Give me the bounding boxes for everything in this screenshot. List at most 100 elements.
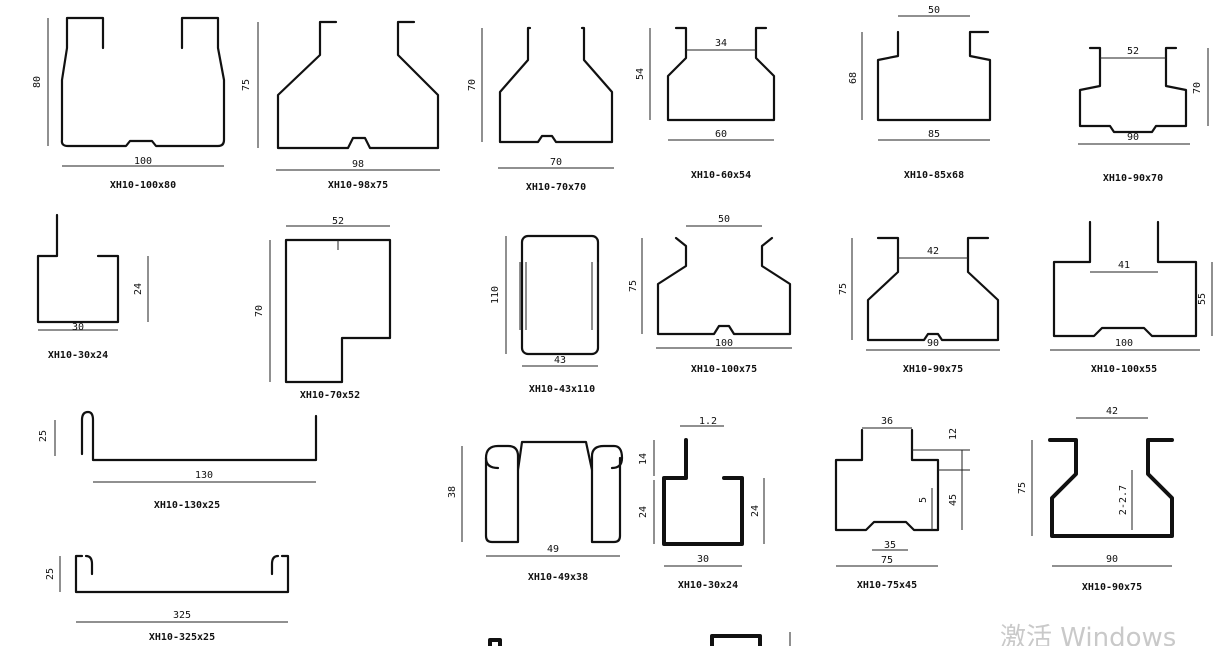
profile-outline <box>484 440 624 472</box>
profile-xh10-70x70: 70 70 XH10-70x70 <box>467 26 614 193</box>
dim-label: 52 <box>1127 46 1139 57</box>
dim-label: 130 <box>195 470 213 481</box>
dim-label: 70 <box>1192 82 1203 94</box>
dim-label: 2-2.7 <box>1118 485 1129 515</box>
dim-label: 24 <box>133 283 144 295</box>
dim-label: 90 <box>927 338 939 349</box>
dim-label: 14 <box>638 453 649 465</box>
dim-label: 1.2 <box>699 416 717 427</box>
dim-label: 35 <box>884 540 896 551</box>
profile-outline <box>656 236 792 336</box>
profile-caption: XH10-60x54 <box>691 170 751 181</box>
dim-label: 325 <box>173 610 191 621</box>
profile-outline <box>520 234 600 356</box>
dim-label: 98 <box>352 159 364 170</box>
profile-caption: XH10-43x110 <box>529 384 595 395</box>
dim-label: 68 <box>848 72 859 84</box>
dim-label: 54 <box>635 68 646 80</box>
profile-outline <box>276 20 440 150</box>
profile-caption: XH10-70x52 <box>300 390 360 401</box>
dim-label: 90 <box>1106 554 1118 565</box>
dim-label: 50 <box>718 214 730 225</box>
profile-caption: XH10-90x75 <box>1082 582 1142 593</box>
dim-label: 100 <box>715 338 733 349</box>
profile-caption: XH10-130x25 <box>154 500 220 511</box>
profile-caption: XH10-75x45 <box>857 580 917 591</box>
profile-caption: XH10-85x68 <box>904 170 964 181</box>
dim-label: 75 <box>1017 482 1028 494</box>
dim-label: 45 <box>948 494 959 506</box>
profile-xh10-100x55: 41 55 100 XH10-100x55 <box>1050 220 1213 375</box>
dim-label: 75 <box>241 79 252 91</box>
dim-label: 85 <box>928 129 940 140</box>
profile-xh10-90x75-a: 42 75 90 XH10-90x75 <box>838 236 1000 375</box>
profile-outline <box>284 238 392 384</box>
profile-caption: XH10-30x24 <box>48 350 108 361</box>
profile-outline <box>866 236 1000 342</box>
partial-profile-fragments <box>488 632 791 646</box>
profile-xh10-30x24-b: 1.2 14 24 24 30 XH10-30x24 <box>638 416 765 591</box>
profile-xh10-60x54: 54 34 60 XH10-60x54 <box>635 26 776 181</box>
dim-label: 52 <box>332 216 344 227</box>
dim-label: 70 <box>467 79 478 91</box>
dim-label: 100 <box>1115 338 1133 349</box>
dim-label: 100 <box>134 156 152 167</box>
dim-label: 38 <box>447 486 458 498</box>
dim-label: 42 <box>1106 406 1118 417</box>
dim-label: 75 <box>628 280 639 292</box>
profile-xh10-100x80: 80 100 XH10-100x80 <box>32 16 226 191</box>
dim-label: 75 <box>838 283 849 295</box>
dim-label: 36 <box>881 416 893 427</box>
profile-xh10-325x25: 25 325 XH10-325x25 <box>45 554 290 643</box>
profile-outline <box>74 554 290 594</box>
dim-label: 70 <box>550 157 562 168</box>
dim-label: 12 <box>948 428 959 440</box>
profile-xh10-98x75: 75 98 XH10-98x75 <box>241 20 440 191</box>
dim-label: 110 <box>490 286 501 304</box>
profile-xh10-43x110: 110 43 XH10-43x110 <box>490 234 600 395</box>
profile-xh10-90x75-b: 42 75 2-2.7 90 XH10-90x75 <box>1017 406 1174 593</box>
profile-outline <box>1078 46 1188 134</box>
dim-label: 34 <box>715 38 727 49</box>
profile-caption: XH10-100x80 <box>110 180 176 191</box>
dim-label: 24 <box>638 506 649 518</box>
profile-xh10-85x68: 50 68 85 XH10-85x68 <box>848 5 992 181</box>
dim-label: 50 <box>928 5 940 16</box>
dim-label: 49 <box>547 544 559 555</box>
profile-xh10-49x38: 38 49 XH10-49x38 <box>447 440 624 583</box>
dim-label: 25 <box>38 430 49 442</box>
dim-label: 55 <box>1197 293 1208 305</box>
profile-xh10-130x25: 25 130 XH10-130x25 <box>38 410 318 511</box>
dim-label: 60 <box>715 129 727 140</box>
profile-caption: XH10-90x70 <box>1103 173 1163 184</box>
profile-outline <box>36 213 120 324</box>
dim-label: 80 <box>32 76 43 88</box>
profile-caption: XH10-325x25 <box>149 632 215 643</box>
profile-xh10-70x52: 52 70 XH10-70x52 <box>254 216 392 401</box>
dim-label: 75 <box>881 555 893 566</box>
activation-watermark: 激活 Windows <box>1000 623 1176 646</box>
dim-label: 24 <box>750 505 761 517</box>
profile-caption: XH10-70x70 <box>526 182 586 193</box>
profile-xh10-30x24-a: 24 30 XH10-30x24 <box>36 213 149 361</box>
profile-outline <box>834 428 940 532</box>
dim-label: 30 <box>72 322 84 333</box>
profile-outline <box>666 26 776 122</box>
profile-caption: XH10-100x55 <box>1091 364 1157 375</box>
dim-label: 25 <box>45 568 56 580</box>
dim-label: 70 <box>254 305 265 317</box>
profile-outline <box>1048 438 1174 538</box>
profile-xh10-100x75: 50 75 100 XH10-100x75 <box>628 214 792 375</box>
profile-caption: XH10-98x75 <box>328 180 388 191</box>
profile-outline <box>662 438 744 546</box>
dim-label: 30 <box>697 554 709 565</box>
profile-caption: XH10-100x75 <box>691 364 757 375</box>
profile-outline <box>498 26 614 144</box>
profile-outline <box>60 16 226 148</box>
profile-caption: XH10-49x38 <box>528 572 588 583</box>
dim-label: 5 <box>918 497 929 503</box>
profile-caption: XH10-90x75 <box>903 364 963 375</box>
profile-caption: XH10-30x24 <box>678 580 738 591</box>
dim-label: 90 <box>1127 132 1139 143</box>
